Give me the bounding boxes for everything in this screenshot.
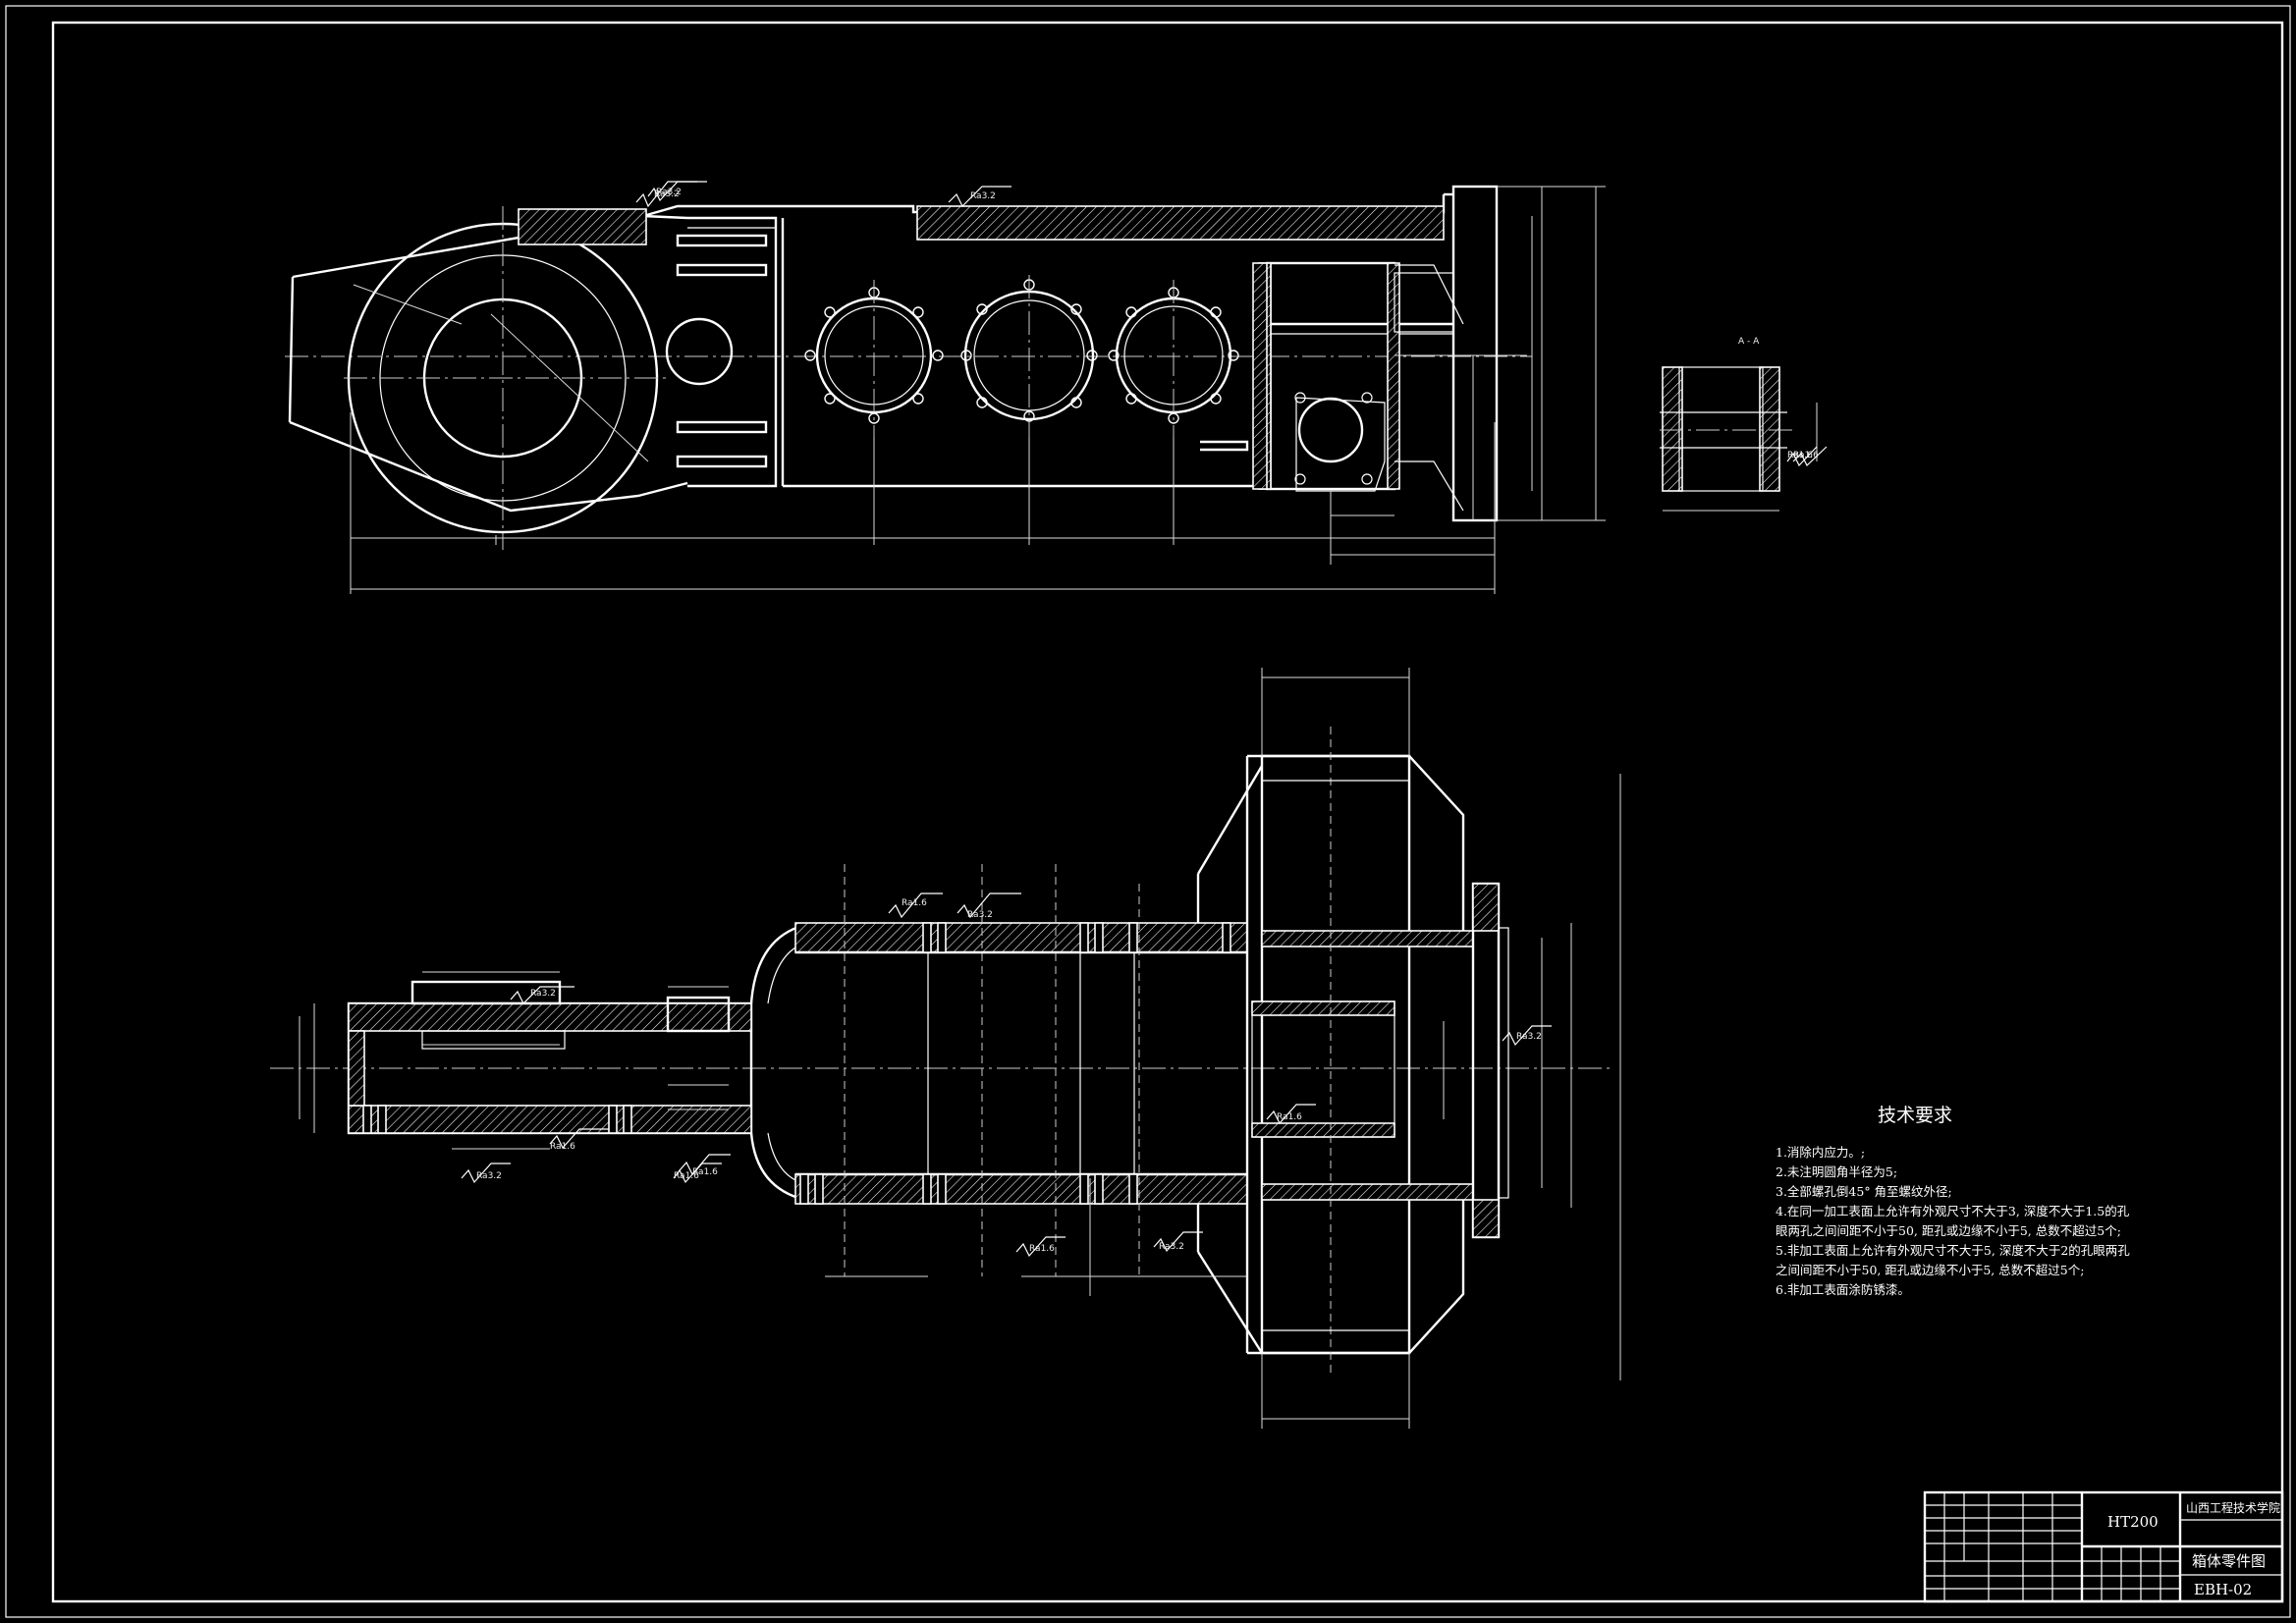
svg-text:Ra1.6: Ra1.6 <box>1793 451 1819 460</box>
svg-text:Ra3.2: Ra3.2 <box>970 191 996 201</box>
roughness-14: Ra1.6 <box>1786 446 1818 467</box>
roughness-7: Ra1.6 <box>549 1128 609 1152</box>
requirement-line-1: 1.消除内应力。; <box>1776 1145 1865 1160</box>
drawing-name: 箱体零件图 <box>2192 1552 2266 1570</box>
requirement-line-3: 3.全部螺孔倒45° 角至螺纹外径; <box>1776 1184 1952 1199</box>
svg-text:Ra1.6: Ra1.6 <box>674 1171 699 1181</box>
svg-text:Ra3.2: Ra3.2 <box>1516 1032 1542 1042</box>
roughness-15: Ra1.6 <box>673 1163 722 1184</box>
section-label: A - A <box>1738 337 1760 347</box>
svg-text:Ra1.6: Ra1.6 <box>550 1142 575 1152</box>
svg-text:Ra3.2: Ra3.2 <box>967 910 993 920</box>
material: HT200 <box>2107 1513 2159 1531</box>
requirement-line-7: 之间间距不小于50, 距孔或边缘不小于5, 总数不超过5个; <box>1776 1263 2084 1277</box>
front-view <box>285 185 1606 594</box>
roughness-symbols: Ra3.2 Ra3.2 Ra1.6 Ra1.6 Ra3.2 Ra3.2 Ra1.… <box>461 181 1828 1258</box>
svg-text:Ra1.6: Ra1.6 <box>902 898 927 908</box>
svg-text:Ra1.6: Ra1.6 <box>1277 1112 1302 1122</box>
svg-text:Ra1.6: Ra1.6 <box>692 1167 718 1177</box>
roughness-16: Ra3.2 <box>647 181 697 202</box>
svg-text:Ra3.2: Ra3.2 <box>656 188 682 197</box>
svg-text:Ra3.2: Ra3.2 <box>530 989 556 999</box>
requirement-line-8: 6.非加工表面涂防锈漆。 <box>1776 1282 1910 1297</box>
roughness-4: Ra1.6 <box>888 893 943 919</box>
svg-text:Ra1.6: Ra1.6 <box>1029 1244 1055 1254</box>
roughness-12: Ra1.6 <box>1266 1104 1316 1125</box>
roughness-6: Ra3.2 <box>510 986 574 1005</box>
requirement-line-5: 眼两孔之间间距不小于50, 距孔或边缘不小于5, 总数不超过5个; <box>1776 1223 2121 1238</box>
requirement-line-2: 2.未注明圆角半径为5; <box>1776 1164 1897 1179</box>
roughness-10: Ra3.2 <box>1502 1025 1552 1047</box>
school-name: 山西工程技术学院 <box>2186 1500 2280 1515</box>
roughness-8: Ra3.2 <box>461 1163 511 1184</box>
roughness-11: Ra3.2 <box>1153 1231 1203 1253</box>
svg-text:Ra1.6: Ra1.6 <box>1787 451 1813 460</box>
top-view <box>270 668 1621 1429</box>
drawing-number: EBH-02 <box>2194 1581 2252 1598</box>
requirement-line-6: 5.非加工表面上允许有外观尺寸不大于5, 深度不大于2的孔眼两孔 <box>1776 1243 2130 1258</box>
svg-text:Ra3.2: Ra3.2 <box>1159 1242 1184 1252</box>
tech-requirements-title: 技术要求 <box>1878 1105 1952 1126</box>
roughness-2: Ra3.2 <box>948 186 1011 208</box>
requirement-line-4: 4.在同一加工表面上允许有外观尺寸不大于3, 深度不大于1.5的孔 <box>1776 1204 2130 1218</box>
svg-text:Ra3.2: Ra3.2 <box>654 189 680 199</box>
title-block: HT200 山西工程技术学院 箱体零件图 EBH-02 <box>1923 1490 2284 1603</box>
tech-requirements: 技术要求 1.消除内应力。; 2.未注明圆角半径为5; 3.全部螺孔倒45° 角… <box>1776 1105 2130 1297</box>
roughness-5: Ra3.2 <box>957 893 1021 920</box>
roughness-13: Ra1.6 <box>1015 1236 1066 1258</box>
section-view: A - A <box>1660 337 1818 512</box>
svg-text:Ra3.2: Ra3.2 <box>476 1171 502 1181</box>
drawing-frame <box>5 5 2291 1618</box>
